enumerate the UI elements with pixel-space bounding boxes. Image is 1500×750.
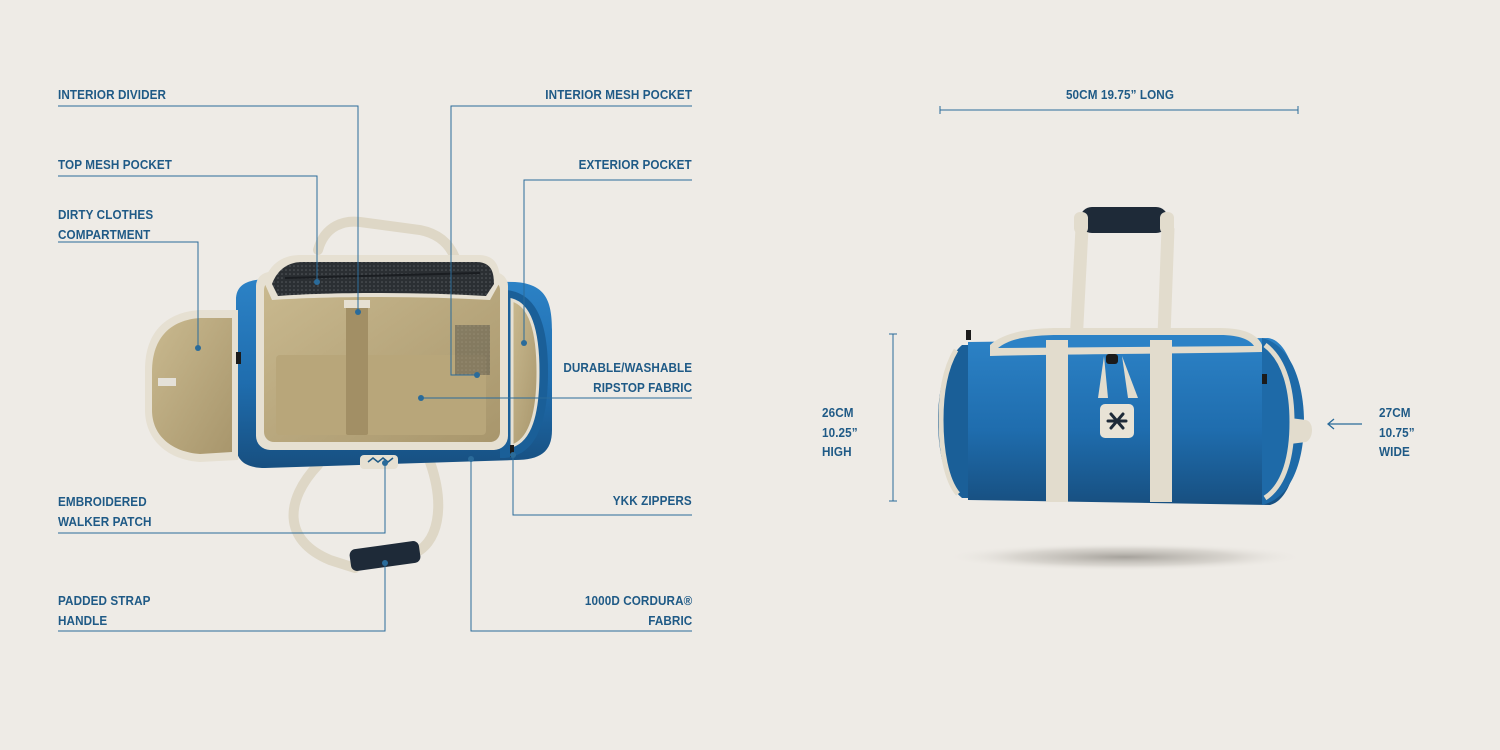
dimension-width: 27CM 10.75” WIDE (1379, 403, 1415, 462)
callout-top-mesh-pocket-line: TOP MESH POCKET (58, 157, 173, 172)
callout-top-mesh-pocket: TOP MESH POCKET (58, 155, 172, 175)
callout-embroidered-patch-line-1: EMBROIDERED (58, 494, 147, 509)
leader-dots (195, 279, 527, 566)
bag-open-top-view (145, 216, 552, 573)
leader-lines-left (58, 105, 386, 632)
callout-interior-divider: INTERIOR DIVIDER (58, 85, 166, 105)
callout-ripstop-fabric-line-1: DURABLE/WASHABLE (563, 360, 692, 375)
callout-interior-divider-line: INTERIOR DIVIDER (58, 87, 167, 102)
callout-dirty-clothes-line-2: COMPARTMENT (58, 226, 151, 242)
callout-embroidered-patch-line-2: WALKER PATCH (58, 513, 152, 529)
callout-ykk-zippers: YKK ZIPPERS (613, 491, 692, 511)
dimension-height-line-3: HIGH (822, 444, 852, 459)
callout-exterior-pocket: EXTERIOR POCKET (579, 155, 692, 175)
padded-handle-grip (349, 541, 421, 571)
dimension-width-line-3: WIDE (1379, 444, 1410, 459)
dimension-height-line-2: 10.25” (822, 424, 858, 440)
bag-side-view (938, 207, 1312, 505)
callout-cordura-fabric-line-1: 1000D CORDURA® (584, 593, 692, 608)
callout-cordura-fabric-line-2: FABRIC (647, 612, 692, 628)
dimension-length-line: 50CM 19.75” LONG (1065, 87, 1175, 102)
callout-interior-mesh-pocket-line: INTERIOR MESH POCKET (545, 87, 692, 102)
floor-shadow (945, 543, 1305, 571)
callout-ripstop-fabric: DURABLE/WASHABLE RIPSTOP FABRIC (563, 358, 692, 397)
dimension-lines (889, 106, 1299, 502)
callout-embroidered-patch: EMBROIDERED WALKER PATCH (58, 492, 152, 531)
dimension-width-line-2: 10.75” (1379, 424, 1415, 440)
callout-dirty-clothes: DIRTY CLOTHES COMPARTMENT (58, 205, 153, 244)
callout-padded-handle-line-1: PADDED STRAP (58, 593, 151, 608)
callout-ripstop-fabric-line-2: RIPSTOP FABRIC (593, 379, 692, 395)
dimension-length: 50CM 19.75” LONG (1030, 85, 1210, 105)
dimension-width-line-1: 27CM (1379, 405, 1411, 420)
callout-dirty-clothes-line-1: DIRTY CLOTHES (58, 207, 154, 222)
dimension-height-line-1: 26CM (822, 405, 854, 420)
callout-ykk-zippers-line: YKK ZIPPERS (612, 493, 692, 508)
leader-lines-right (421, 105, 692, 632)
callout-padded-handle: PADDED STRAP HANDLE (58, 591, 151, 630)
callout-interior-mesh-pocket: INTERIOR MESH POCKET (545, 85, 692, 105)
callout-exterior-pocket-line: EXTERIOR POCKET (578, 157, 692, 172)
callout-padded-handle-line-2: HANDLE (58, 612, 108, 628)
padded-handle-grip-side (1080, 207, 1168, 233)
callout-cordura-fabric: 1000D CORDURA® FABRIC (585, 591, 692, 630)
dimension-height: 26CM 10.25” HIGH (822, 403, 858, 462)
arrow-left-icon (1326, 418, 1362, 430)
